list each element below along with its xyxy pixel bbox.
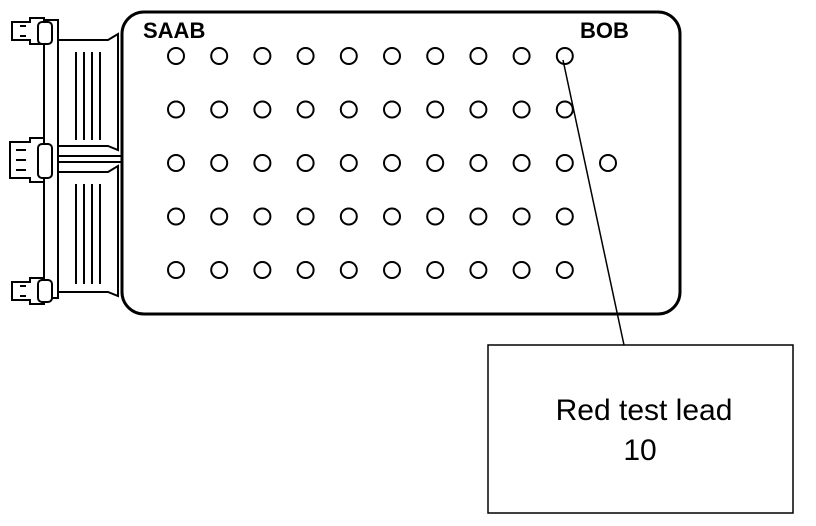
pin [426, 100, 445, 119]
pin [512, 207, 531, 226]
pin-grid [167, 47, 617, 279]
pin [253, 47, 272, 65]
pin [555, 154, 574, 172]
pin [426, 47, 445, 65]
pin [426, 261, 445, 279]
pin [469, 100, 488, 119]
pin [253, 100, 272, 119]
pin [512, 100, 531, 119]
pin [383, 154, 401, 172]
pin [210, 100, 229, 119]
pin [339, 154, 358, 172]
callout-box [487, 344, 794, 514]
pin [555, 100, 574, 119]
pin [555, 207, 574, 226]
upper-plug [57, 32, 119, 152]
pin [469, 261, 488, 279]
connector-assembly [9, 17, 124, 305]
pin [167, 154, 185, 172]
pin [296, 261, 315, 279]
pin [512, 47, 531, 65]
lower-plug [57, 164, 119, 298]
pin [253, 207, 272, 226]
callout-line-1: Red test lead [556, 394, 733, 427]
pin [167, 261, 185, 279]
pin [253, 154, 272, 172]
pin [339, 261, 358, 279]
pin [296, 100, 315, 119]
pin [167, 47, 185, 65]
pin [339, 207, 358, 226]
pin [383, 47, 401, 65]
brand-left-label: SAAB [143, 18, 205, 43]
pin [210, 261, 229, 279]
pin [296, 154, 315, 172]
pin [296, 47, 315, 65]
pin [512, 154, 531, 172]
pin [253, 261, 272, 279]
leader-line [562, 59, 625, 346]
pin [339, 47, 358, 65]
pin [339, 100, 358, 119]
pin [469, 154, 488, 172]
callout-line-2: 10 [623, 434, 656, 467]
pin [599, 154, 617, 172]
pin [210, 154, 229, 172]
pin [469, 207, 488, 226]
pin [383, 261, 401, 279]
brand-right-label: BOB [580, 18, 629, 43]
pin [555, 261, 574, 279]
pin [383, 207, 401, 226]
pin [210, 47, 229, 65]
pin [512, 261, 531, 279]
pin [210, 207, 229, 226]
pin [469, 47, 488, 65]
pin [167, 100, 185, 119]
pin [296, 207, 315, 226]
pin [426, 154, 445, 172]
pin [167, 207, 185, 226]
latch-bottom [11, 277, 45, 305]
pin-10 [555, 47, 574, 65]
pin [426, 207, 445, 226]
pin [383, 100, 401, 119]
